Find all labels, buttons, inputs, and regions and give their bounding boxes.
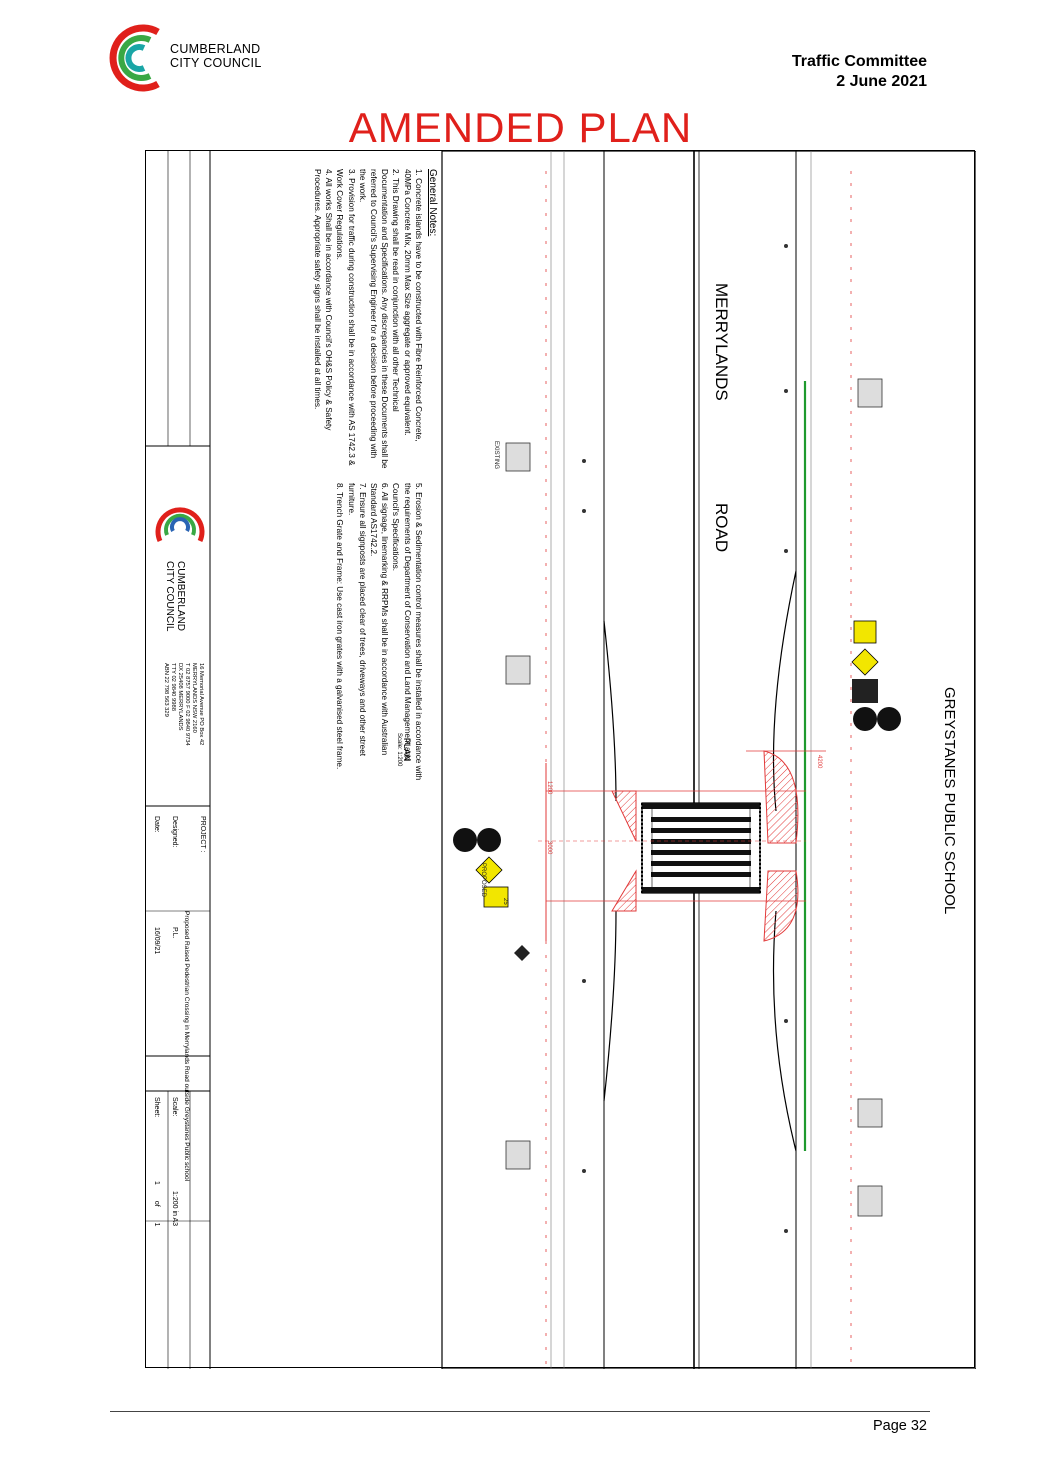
proposed-label: PROPOSED bbox=[480, 863, 486, 898]
tb-sheet-of: of bbox=[153, 1200, 160, 1207]
dimension-3000: 3000 bbox=[546, 841, 552, 855]
tb-sheet-label: Sheet: bbox=[153, 1097, 160, 1118]
committee-title: Traffic Committee bbox=[791, 53, 927, 70]
tb-address-5: TTY 02 9840 9988 bbox=[170, 663, 176, 711]
note-3: 3. Provision for traffic during construc… bbox=[335, 169, 356, 466]
tb-council-line2: CITY COUNCIL bbox=[164, 561, 175, 632]
logo-wordmark: CUMBERLAND CITY COUNCIL bbox=[170, 42, 262, 70]
title-block-address: 16 Memorial Avenue PO Box 42 MERRYLANDS … bbox=[162, 663, 204, 746]
document-header: Traffic Committee 2 June 2021 bbox=[792, 52, 927, 92]
org-name-line1: CUMBERLAND bbox=[170, 42, 261, 56]
tb-project: Proposed Raised Pedestrian Crossing in M… bbox=[183, 911, 190, 1182]
note-2: 2. This Drawing shall be read in conjunc… bbox=[357, 169, 401, 469]
dimension-1200: 1200 bbox=[546, 781, 552, 795]
tb-scale: 1:200 in A3 bbox=[171, 1191, 178, 1227]
plan-graphics bbox=[146, 151, 976, 1369]
tb-address-1: 16 Memorial Avenue PO Box 42 bbox=[198, 663, 204, 746]
tb-project-label: PROJECT : bbox=[199, 816, 206, 853]
org-name-line2: CITY COUNCIL bbox=[170, 56, 262, 70]
note-6: 6. All signage, linemarking & RRPMs shal… bbox=[368, 483, 390, 756]
tb-address-4: DX 25408 MERRYLANDS bbox=[177, 663, 183, 731]
plan-drawing: MERRYLANDS ROAD GREYSTANES PUBLIC SCHOOL… bbox=[145, 150, 976, 1369]
tb-scale-label: Scale: bbox=[171, 1097, 178, 1117]
tb-designed: P.L. bbox=[171, 927, 178, 939]
tb-date-label: Date: bbox=[153, 816, 160, 833]
tb-address-3: T 02 8757 9000 F 02 9840 9734 bbox=[184, 663, 190, 746]
school-name: GREYSTANES PUBLIC SCHOOL bbox=[941, 687, 958, 915]
council-logo bbox=[109, 24, 160, 92]
note-5: 5. Erosion & Sedimentation control measu… bbox=[391, 483, 423, 781]
tb-address-2: MERRYLANDS NSW 2160 bbox=[191, 663, 197, 733]
title-block-logo bbox=[155, 507, 205, 543]
note-1: 1. Concrete islands have to be construct… bbox=[402, 169, 423, 442]
dimension-4200: 4200 bbox=[816, 755, 822, 769]
tb-date: 16/09/21 bbox=[153, 927, 160, 955]
note-4: 4. All works Shall be in accordance with… bbox=[312, 169, 334, 431]
road-name-merrylands: MERRYLANDS bbox=[712, 283, 731, 401]
speed-sign-label: 25 bbox=[502, 898, 508, 905]
title-block-council: CUMBERLAND CITY COUNCIL bbox=[164, 561, 186, 631]
note-8: 8. Trench Grate and Frame: Use cast iron… bbox=[335, 483, 345, 770]
tb-sheet-number: 1 of 1 bbox=[153, 1181, 160, 1227]
general-notes: General Notes: 1. Concrete islands have … bbox=[312, 169, 438, 789]
note-7: 7. Ensure all signposts are placed clear… bbox=[346, 483, 367, 757]
existing-label: EXISTING bbox=[493, 441, 499, 470]
page-number: Page 32 bbox=[872, 1418, 927, 1434]
proposed-signs bbox=[453, 620, 901, 961]
amended-plan-stamp: AMENDED PLAN bbox=[348, 104, 693, 151]
tb-sheet-no: 1 bbox=[153, 1181, 160, 1185]
road-name-road: ROAD bbox=[712, 503, 731, 553]
existing-sign-plates bbox=[505, 378, 883, 1217]
meeting-date: 2 June 2021 bbox=[836, 73, 927, 90]
tb-council-line1: CUMBERLAND bbox=[175, 561, 186, 632]
general-notes-title: General Notes: bbox=[427, 169, 438, 237]
tb-designed-label: Designed: bbox=[171, 816, 178, 848]
footer-rule bbox=[110, 1411, 930, 1412]
tb-address-6: ABN 22 798 563 329 bbox=[163, 663, 169, 717]
tb-sheet-total: 1 bbox=[153, 1222, 160, 1227]
